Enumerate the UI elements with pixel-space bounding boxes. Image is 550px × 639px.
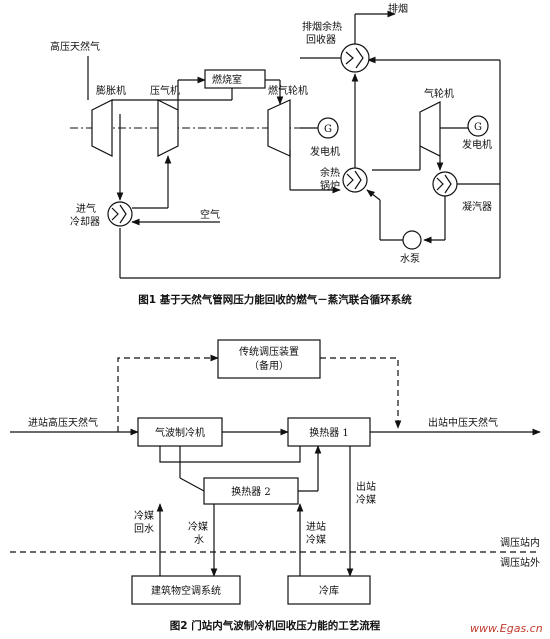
coolant-water-label-1: 冷媒 bbox=[188, 520, 208, 533]
hrsg-label-2: 锅炉 bbox=[320, 180, 340, 192]
exhaust-heat-recuperator bbox=[340, 43, 370, 73]
expander-label: 膨胀机 bbox=[96, 84, 126, 97]
gas-turbine-label: 燃气轮机 bbox=[268, 84, 308, 97]
building-ac-label: 建筑物空调系统 bbox=[151, 584, 221, 597]
building-ac-box bbox=[131, 575, 241, 605]
compressor-label: 压气机 bbox=[150, 84, 180, 97]
coolant-return-label-2: 回水 bbox=[134, 523, 154, 535]
hrsg-coil bbox=[346, 170, 362, 190]
steam-turbine bbox=[419, 101, 441, 157]
combustor-label: 燃烧室 bbox=[212, 73, 242, 86]
traditional-regulator-box bbox=[217, 339, 321, 379]
expander bbox=[91, 99, 113, 157]
hx1-label: 换热器 1 bbox=[309, 426, 349, 439]
exhaust-label: 排烟 bbox=[388, 2, 408, 15]
recuperator-coil bbox=[345, 47, 364, 69]
cold-storage-label: 冷库 bbox=[319, 584, 339, 597]
hx2-label: 换热器 2 bbox=[231, 485, 271, 498]
hx1-box bbox=[287, 417, 371, 447]
traditional-label-1: 传统调压装置 bbox=[239, 345, 299, 358]
recuperator-label-2: 回收器 bbox=[306, 33, 336, 46]
figure-1-caption: 图1 基于天然气管网压力能回收的燃气－蒸汽联合循环系统 bbox=[138, 293, 412, 306]
precooler-coil bbox=[111, 204, 127, 224]
bypass-in-dashed bbox=[117, 354, 219, 432]
outlet-label: 出站中压天然气 bbox=[428, 416, 498, 429]
generator-2 bbox=[467, 115, 489, 137]
generator-1 bbox=[317, 117, 339, 139]
generator-2-label: 发电机 bbox=[462, 138, 492, 151]
inbound-coolant-label-1: 进站 bbox=[306, 520, 326, 533]
to-hrsg-water-line bbox=[366, 189, 381, 201]
wave-refrigerator-box bbox=[137, 417, 223, 447]
hrsg-label-1: 余热 bbox=[320, 166, 340, 179]
figure-2-caption: 图2 门站内气波制冷机回收压力能的工艺流程 bbox=[170, 619, 381, 632]
cold-storage-box bbox=[287, 575, 371, 605]
air-label: 空气 bbox=[200, 208, 220, 221]
generator-1-label: 发电机 bbox=[310, 145, 340, 158]
hp-gas-label: 高压天然气 bbox=[50, 40, 100, 53]
traditional-label-2: （备用） bbox=[249, 359, 289, 372]
water-pump bbox=[402, 230, 422, 250]
bypass-out-dashed bbox=[320, 357, 402, 429]
gas-turbine bbox=[267, 99, 291, 157]
precooler-label-1: 进气 bbox=[76, 202, 96, 215]
figure-1: G G 排烟 排烟余热 回收器 高压天然气 膨胀机 压气机 燃烧室 燃气轮机 发… bbox=[50, 2, 501, 306]
outbound-coolant-label-1: 出站 bbox=[356, 480, 376, 493]
watermark: www.Egas.cn bbox=[470, 622, 543, 635]
precooler-label-2: 冷却器 bbox=[70, 215, 100, 228]
coolant-water-label-2: 水 bbox=[194, 534, 204, 546]
pump-label: 水泵 bbox=[400, 253, 420, 265]
condenser-coil bbox=[436, 174, 452, 194]
recuperator-label-1: 排烟余热 bbox=[302, 20, 342, 33]
condenser-label: 凝汽器 bbox=[462, 200, 492, 213]
inlet-label: 进站高压天然气 bbox=[28, 416, 98, 429]
outbound-coolant-label-2: 冷媒 bbox=[356, 493, 376, 506]
coolant-return-label-1: 冷媒 bbox=[134, 509, 154, 522]
generator-1-symbol: G bbox=[324, 124, 332, 135]
inside-station-label: 调压站内 bbox=[500, 536, 540, 549]
outside-station-label: 调压站外 bbox=[500, 556, 540, 569]
steam-turbine-label: 气轮机 bbox=[424, 87, 454, 100]
precooler bbox=[107, 201, 133, 227]
wave-to-hx2 bbox=[179, 477, 205, 492]
compressor bbox=[157, 99, 179, 157]
wave-refrigerator-label: 气波制冷机 bbox=[155, 426, 205, 439]
hx1-return-loop bbox=[159, 446, 301, 463]
figure-2: 传统调压装置 （备用） 进站高压天然气 气波制冷机 换热器 1 出站中压天然气 … bbox=[10, 339, 541, 632]
generator-2-symbol: G bbox=[474, 122, 482, 133]
inbound-coolant-label-2: 冷媒 bbox=[306, 533, 326, 546]
